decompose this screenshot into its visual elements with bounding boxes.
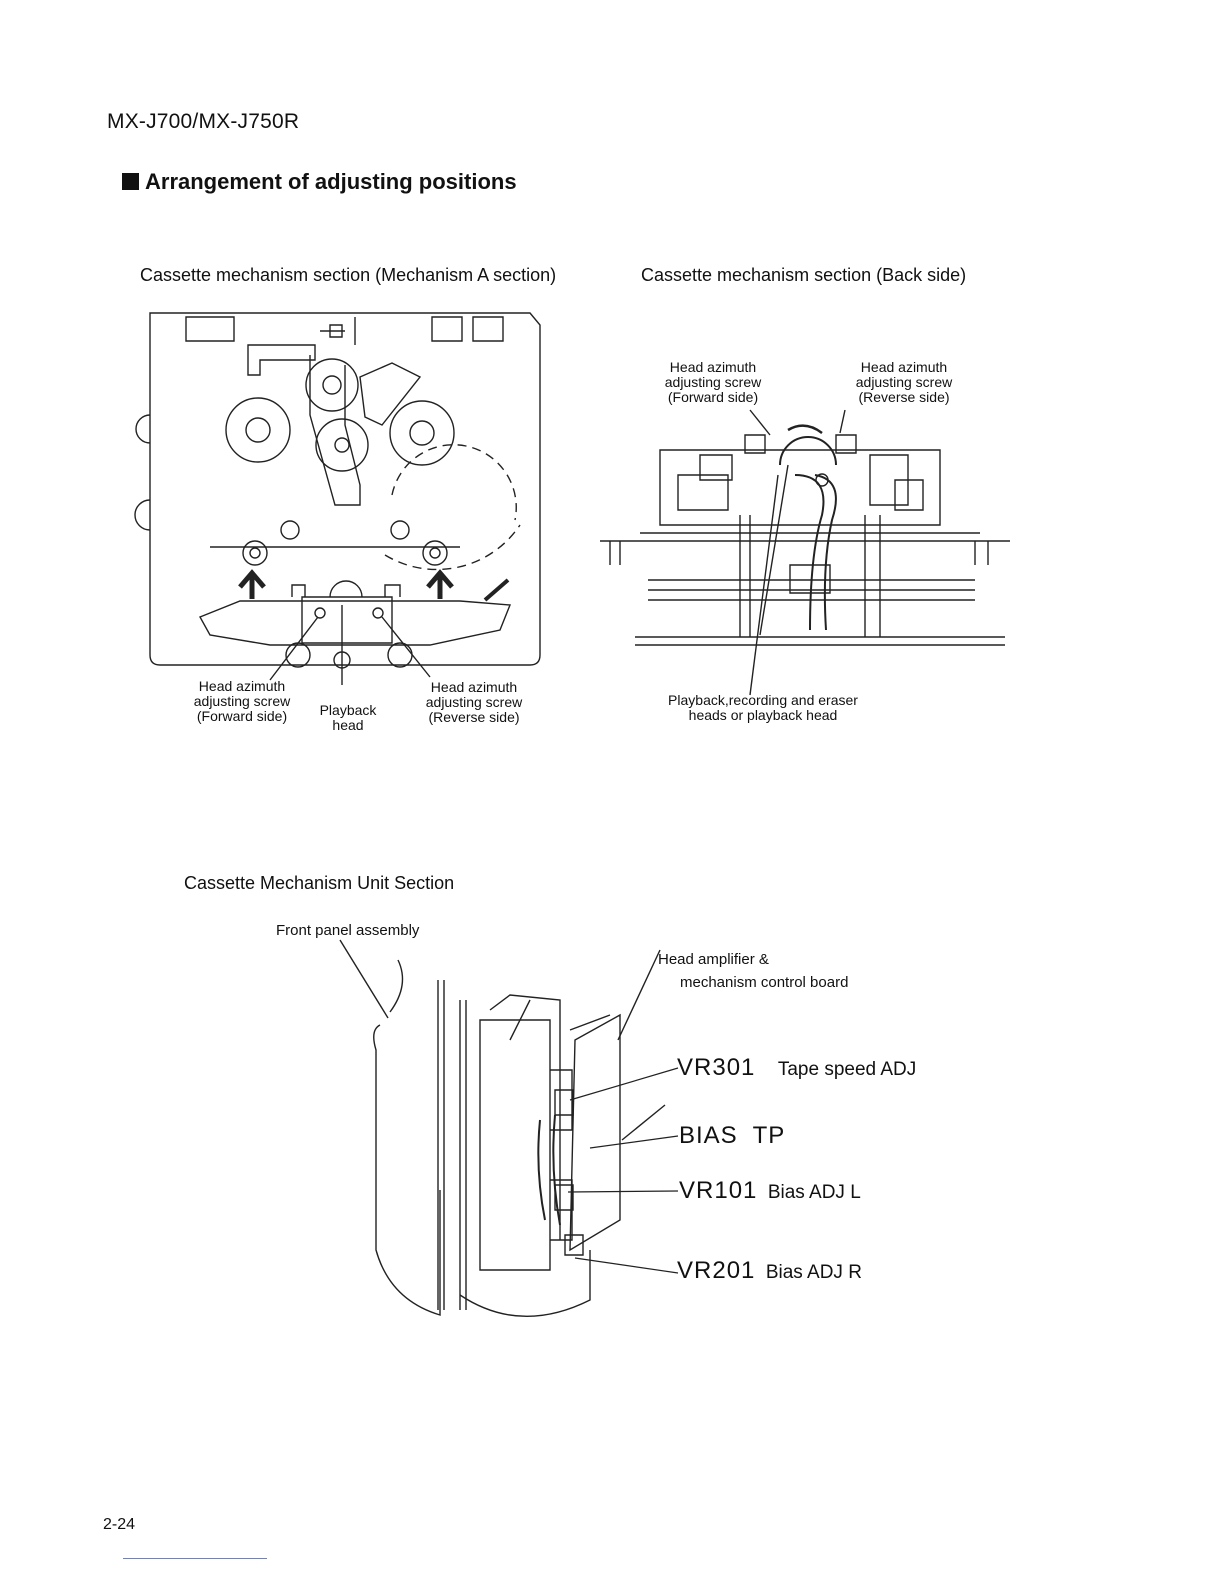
figure-a-drawing [130, 305, 550, 680]
figure-c-drawing [340, 940, 680, 1340]
figure-b-drawing [600, 405, 1010, 695]
figure-c-caption: Cassette Mechanism Unit Section [184, 873, 455, 893]
page-number: 2-24 [103, 1516, 136, 1533]
footer-rule [123, 1558, 267, 1559]
board-label: Head amplifier & mechanism control board [658, 951, 849, 991]
model-number: MX-J700/MX-J750R [107, 110, 300, 133]
test-point-vr101: VR101 Bias ADJ L [679, 1177, 861, 1204]
section-title: Arrangement of adjusting positions [145, 169, 517, 194]
section-heading: Arrangement of adjusting positions [122, 169, 517, 195]
figure-a-caption: Cassette mechanism section (Mechanism A … [140, 265, 557, 285]
figure-c-leader-lines [560, 1060, 690, 1280]
figure-a-label-right: Head azimuth adjusting screw (Reverse si… [425, 679, 523, 725]
figure-b-label-left: Head azimuth adjusting screw (Forward si… [664, 359, 762, 405]
test-point-vr301: VR301 Tape speed ADJ [677, 1054, 917, 1081]
test-point-vr201: VR201 Bias ADJ R [677, 1257, 862, 1284]
figure-b-label-right: Head azimuth adjusting screw (Reverse si… [855, 359, 953, 405]
figure-a-label-center: Playback head [319, 702, 377, 733]
test-point-bias-tp: BIAS TP [679, 1122, 786, 1149]
figure-a-label-left: Head azimuth adjusting screw (Forward si… [193, 678, 291, 724]
figure-b-label-bottom: Playback,recording and eraser heads or p… [668, 692, 858, 723]
figure-b-caption: Cassette mechanism section (Back side) [641, 265, 967, 285]
front-panel-label: Front panel assembly [276, 922, 420, 939]
square-bullet-icon [122, 173, 139, 190]
